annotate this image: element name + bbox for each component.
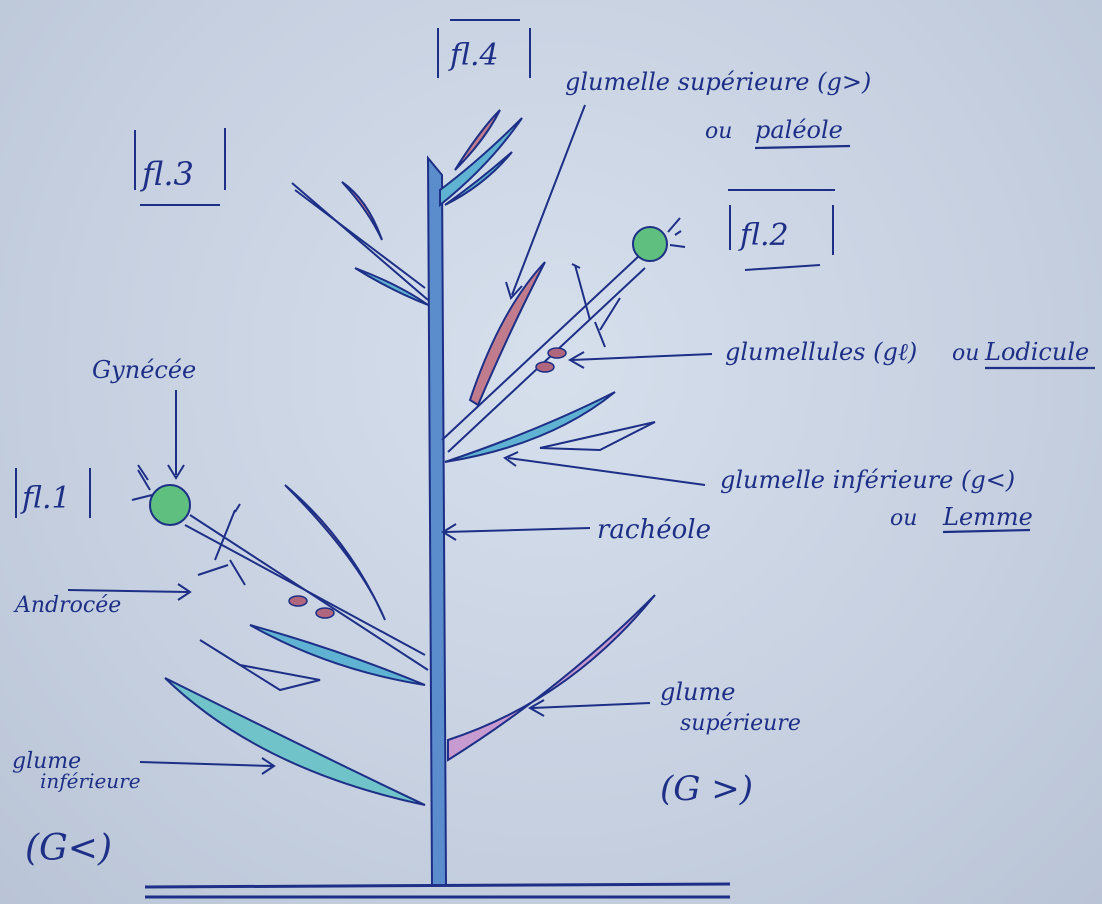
glumelle-inf-label-3: Lemme [942, 503, 1033, 531]
fl2-branch-2 [447, 267, 646, 453]
stamens-fl2 [571, 263, 621, 348]
fl4-label: fl.4 [448, 38, 499, 73]
gynecee-fl1 [149, 484, 191, 526]
racheole-label: rachéole [597, 515, 711, 545]
glumelle-inf-arrow [503, 451, 706, 486]
glumellules-label-3: Lodicule [984, 338, 1089, 366]
paleole-fl3 [341, 181, 383, 241]
paleole-fl2 [468, 261, 546, 407]
glume-inf-label-2: inférieure [40, 769, 141, 793]
stigma-fl1 [131, 464, 153, 501]
lodicule-fl2-a [547, 347, 567, 359]
lodicule-fl1-a [288, 595, 308, 607]
glume-sup-arrow [527, 699, 651, 717]
bract-fl4 [444, 151, 513, 206]
glumellules-label-2: ou [952, 341, 979, 366]
glumelle-inf-label-1: glumelle inférieure (g<) [720, 466, 1015, 494]
lemme-fl3 [354, 267, 429, 306]
glumelle-sup-label-3: paléole [755, 116, 843, 144]
gynecee-fl2 [632, 226, 668, 262]
gynecee-label: Gynécée [92, 356, 196, 384]
androcee-arrow [67, 583, 192, 601]
lodicule-fl2-b [535, 361, 555, 373]
lodicule-fl1-b [315, 607, 335, 619]
lemme-fl4 [439, 117, 523, 208]
lemme-underline [942, 528, 1031, 534]
rachilla-axis [426, 155, 448, 886]
glume-sup-label-3: (G >) [660, 769, 753, 809]
bract-fl1-outline [199, 639, 321, 692]
label-box-fl2 [728, 189, 835, 271]
fl2-label: fl.2 [738, 218, 789, 253]
gynecee-arrow [167, 390, 185, 480]
racheole-arrow [441, 523, 591, 541]
paleole-underline [754, 144, 851, 150]
glume-inf-arrow [139, 757, 276, 775]
glume-inf-label-1: glume [12, 749, 81, 774]
glume-inf-label-3: (G<) [25, 828, 112, 869]
stamens-fl1 [197, 503, 246, 586]
label-box-fl4 [437, 19, 531, 78]
fl3-branch [291, 182, 429, 301]
bract-fl2-outline [539, 421, 656, 452]
paleole-fl4 [454, 109, 501, 171]
label-box-fl1 [15, 468, 91, 518]
fl1-branch-2 [184, 524, 426, 656]
glumelle-inf-label-2: ou [890, 506, 917, 531]
glumelle-sup-label-2: ou [705, 119, 732, 144]
glume-sup-label-2: supérieure [680, 711, 801, 736]
label-box-fl3 [134, 128, 226, 206]
stigma-fl2 [667, 217, 686, 248]
lemme-fl1 [249, 624, 426, 686]
lemme-fl2 [444, 391, 616, 463]
fl1-label: fl.1 [20, 481, 71, 516]
glumelle-sup-arrow [505, 104, 586, 300]
glume-inferieure [164, 677, 426, 806]
glume-sup-label-1: glume [660, 678, 735, 706]
glumellules-arrow [567, 351, 713, 369]
fl3-branch-2 [294, 189, 426, 289]
androcee-label: Androcée [13, 593, 121, 618]
fl3-label: fl.3 [140, 155, 194, 193]
paleole-fl1 [284, 484, 386, 621]
glumellules-label-1: glumellules (gℓ) [725, 338, 917, 366]
glume-superieure [447, 594, 656, 762]
fl2-branch [441, 254, 641, 441]
glumelle-sup-label-1: glumelle supérieure (g>) [565, 68, 871, 96]
